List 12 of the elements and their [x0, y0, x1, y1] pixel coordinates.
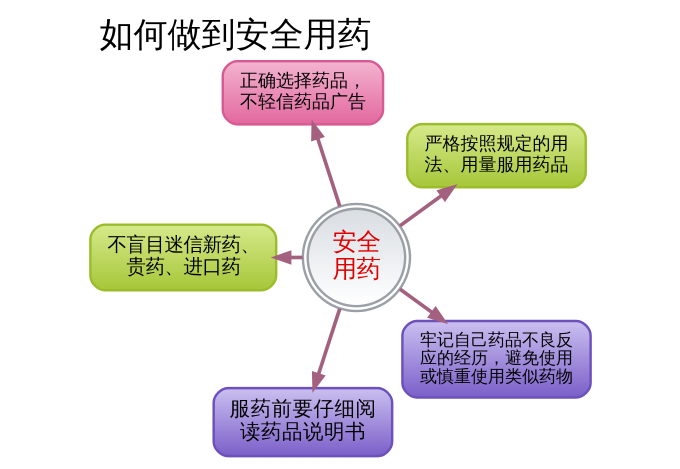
arrow — [311, 308, 342, 392]
diagram-title: 如何做到安全用药 — [98, 14, 371, 54]
node-box: 服药前要仔细阅读药品说明书 — [212, 386, 393, 457]
node-box: 牢记自己药品不良反应的经历，避免使用或慎重使用类似药物 — [400, 319, 592, 398]
arrow — [398, 287, 448, 324]
arrow — [398, 184, 457, 227]
node-circle: 安全用药 — [301, 202, 411, 312]
node-box: 不盲目迷信新药、贵药、进口药 — [88, 222, 277, 291]
node-box: 严格按照规定的用法、用量服用药品 — [406, 122, 586, 188]
node-box: 正确选择药品，不轻信药品广告 — [221, 60, 384, 126]
arrow — [270, 250, 302, 264]
arrow — [310, 119, 342, 206]
